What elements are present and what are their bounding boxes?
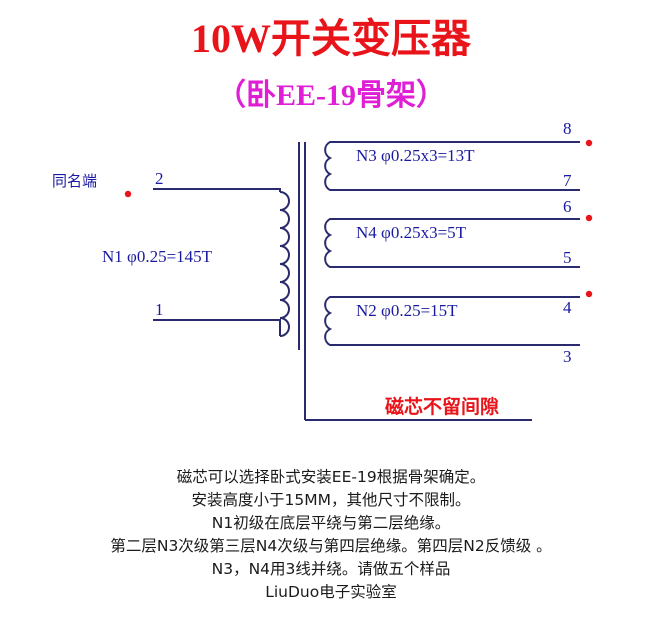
primary-lead-top: [153, 188, 281, 192]
winding-n2: [324, 296, 580, 346]
primary-lead-bottom: [153, 319, 281, 336]
winding-n3-label: N3 φ0.25x3=13T: [356, 146, 475, 165]
winding-n2-label: N2 φ0.25=15T: [356, 301, 458, 320]
pin-2-label: 2: [155, 169, 164, 188]
notes-block: 磁芯可以选择卧式安装EE-19根据骨架确定。 安装高度小于15MM，其他尺寸不限…: [0, 466, 662, 604]
note-line: N1初级在底层平绕与第二层绝缘。: [211, 514, 451, 532]
pin-4-label: 4: [563, 298, 572, 317]
pin-3-label: 3: [563, 347, 572, 366]
note-line: LiuDuo电子实验室: [265, 583, 397, 601]
winding-n4-label: N4 φ0.25x3=5T: [356, 223, 467, 242]
pin-1-label: 1: [155, 300, 164, 319]
winding-n4: [324, 218, 580, 268]
transformer-schematic: 同名端 2 1 N1 φ0.25=145T N3 φ0.25x3=13T N4 …: [52, 119, 593, 421]
polarity-dot-n2: [585, 290, 593, 298]
primary-coil: [279, 191, 290, 337]
dot-label: 同名端: [52, 172, 97, 190]
polarity-dot-primary: [124, 190, 132, 198]
pin-5-label: 5: [563, 248, 572, 267]
page-subtitle: （卧EE-19骨架）: [215, 79, 446, 112]
primary-winding-label: N1 φ0.25=145T: [102, 247, 213, 266]
polarity-dot-n4: [585, 214, 593, 222]
note-line: 第二层N3次级第三层N4次级与第四层绝缘。第四层N2反馈级 。: [110, 537, 552, 555]
page-title: 10W开关变压器: [191, 16, 471, 61]
note-line: N3，N4用3线并绕。请做五个样品: [211, 560, 451, 578]
core-gap-note: 磁芯不留间隙: [385, 395, 499, 418]
note-line: 安装高度小于15MM，其他尺寸不限制。: [191, 491, 471, 509]
pin-6-label: 6: [563, 197, 572, 216]
pin-7-label: 7: [563, 171, 572, 190]
note-line: 磁芯可以选择卧式安装EE-19根据骨架确定。: [176, 468, 486, 486]
winding-n3: [324, 141, 580, 191]
pin-8-label: 8: [563, 119, 572, 138]
polarity-dot-n3: [585, 139, 593, 147]
